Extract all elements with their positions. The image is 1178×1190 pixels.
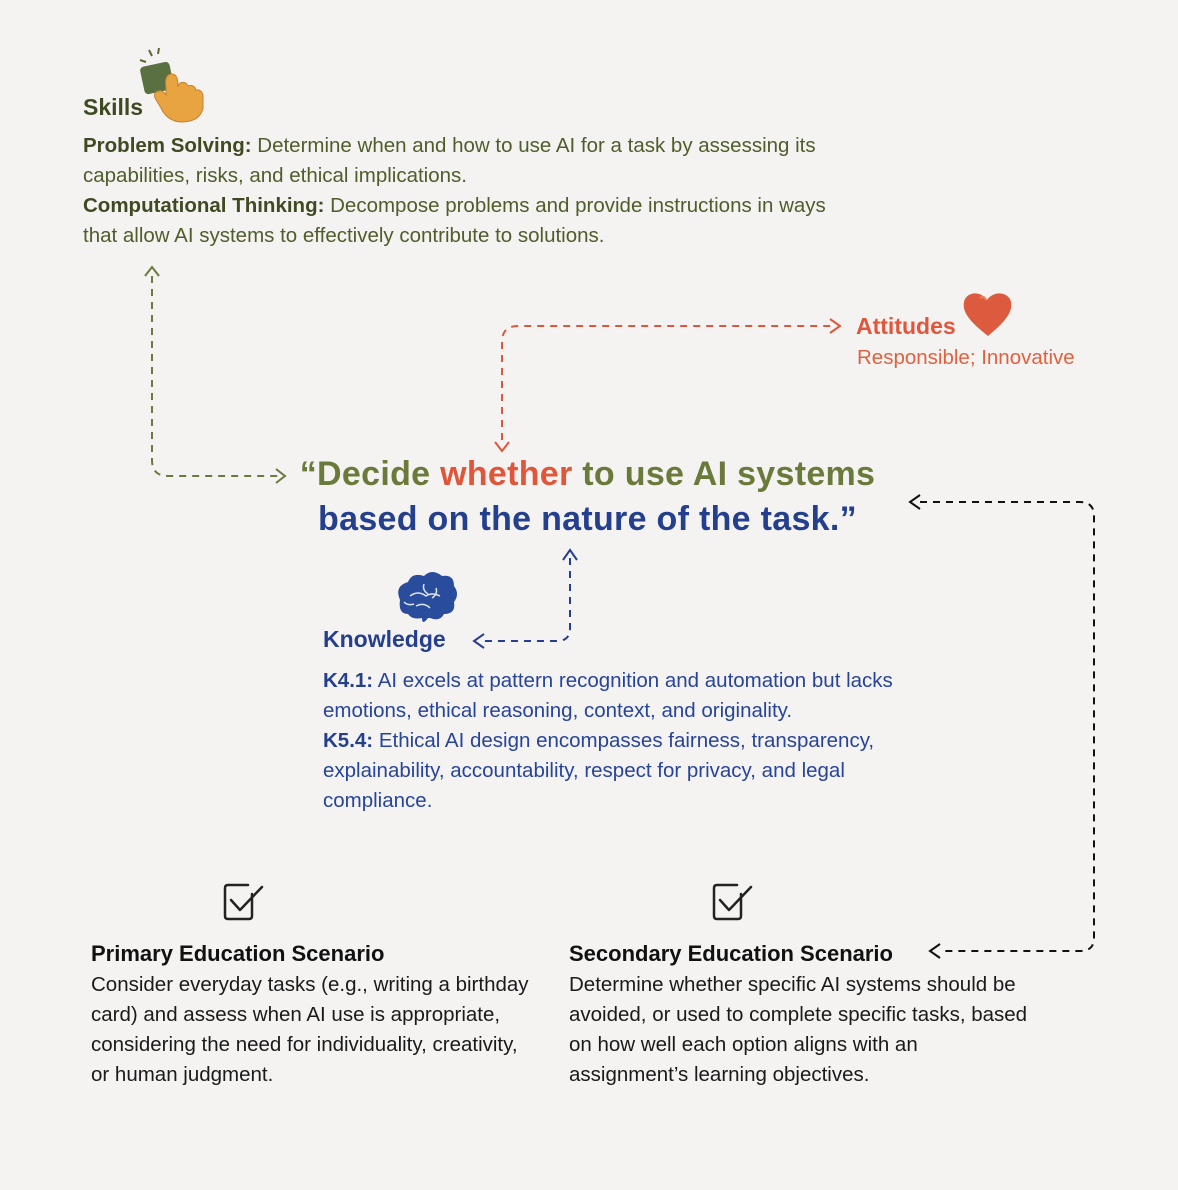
statement-line-2: based on the nature of the task.”	[318, 500, 857, 538]
statement-line-1: “Decide whether to use AI systems	[200, 452, 975, 497]
scenario-arrowheads	[908, 494, 941, 959]
knowledge-connector	[482, 558, 571, 642]
scenario-connector	[920, 501, 1095, 952]
knowledge-arrowheads	[472, 548, 578, 649]
knowledge-description: K4.1: AI excels at pattern recognition a…	[323, 666, 943, 816]
primary-scenario-text: Consider everyday tasks (e.g., writing a…	[91, 973, 529, 1086]
skill-text: Decompose problems and provide instructi…	[83, 194, 826, 247]
skills-arrowheads	[144, 265, 287, 484]
knowledge-label: K5.4:	[323, 729, 374, 752]
skills-connector	[151, 276, 282, 477]
knowledge-item: K5.4: Ethical AI design encompasses fair…	[323, 726, 943, 816]
attitudes-title: Attitudes	[856, 313, 956, 339]
skill-label: Computational Thinking:	[83, 194, 325, 217]
secondary-scenario-title: Secondary Education Scenario	[569, 941, 893, 966]
attitudes-arrowheads	[494, 318, 842, 453]
skill-label: Problem Solving:	[83, 134, 252, 157]
skills-title: Skills	[83, 94, 144, 120]
hand-pointer-icon	[139, 47, 204, 123]
skill-item: Computational Thinking: Decompose proble…	[83, 191, 843, 251]
attitudes-connector	[501, 325, 836, 440]
knowledge-text: Ethical AI design encompasses fairness, …	[323, 729, 875, 812]
statement-part-3: to use AI systems	[572, 455, 876, 493]
checkbox-icon	[223, 883, 264, 921]
heart-icon	[963, 293, 1012, 336]
knowledge-text: AI excels at pattern recognition and aut…	[323, 669, 893, 722]
skills-description: Problem Solving: Determine when and how …	[83, 131, 843, 251]
statement-part-1: Decide	[317, 455, 441, 493]
checkbox-icon	[712, 883, 753, 921]
statement-highlight: whether	[440, 455, 573, 493]
knowledge-item: K4.1: AI excels at pattern recognition a…	[323, 666, 943, 726]
open-quote: “	[299, 455, 318, 493]
secondary-scenario-text: Determine whether specific AI systems sh…	[569, 973, 1028, 1086]
skill-item: Problem Solving: Determine when and how …	[83, 131, 843, 191]
primary-scenario-title: Primary Education Scenario	[91, 941, 385, 966]
knowledge-title: Knowledge	[323, 626, 446, 652]
attitudes-description: Responsible; Innovative	[857, 346, 1075, 369]
knowledge-label: K4.1:	[323, 669, 374, 692]
brain-icon	[398, 572, 457, 622]
skill-text: Determine when and how to use AI for a t…	[83, 134, 816, 187]
competency-statement: “Decide whether to use AI systems based …	[200, 452, 975, 542]
